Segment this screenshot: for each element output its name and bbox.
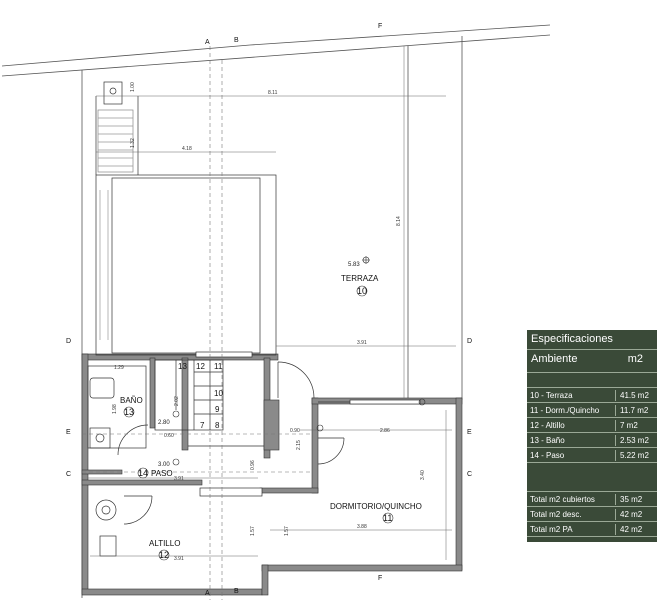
stair-step-11: 11 (214, 362, 223, 371)
room-name-paso: PASO (151, 469, 173, 478)
spec-header: Ambiente m2 (527, 350, 657, 373)
spec-row-ambiente: 13 - Baño (530, 436, 565, 445)
spec-col-m2: m2 (627, 353, 643, 365)
spec-row: 14 - Paso 5.22 m2 (527, 448, 657, 463)
section-mark-d-right: D (467, 338, 472, 345)
dim-202: 2.02 (174, 396, 180, 406)
spec-total-row: Total m2 cubiertos 35 m2 (527, 492, 657, 507)
dim-814: 8.14 (396, 216, 402, 226)
spec-row-ambiente: 11 - Dorm./Quincho (530, 406, 600, 415)
section-mark-a-bottom: A (205, 590, 210, 597)
dimension-labels: 8.11 4.18 8.14 3.91 1.00 1.32 1.29 1.98 … (112, 82, 426, 562)
stair-step-9: 9 (215, 405, 220, 414)
spec-total-row: Total m2 desc. 42 m2 (527, 507, 657, 522)
dim-391-top: 3.91 (357, 340, 367, 346)
stair-step-10: 10 (214, 389, 223, 398)
dim-391-bottom: 3.91 (174, 556, 184, 562)
spec-row: 12 - Altillo 7 m2 (527, 418, 657, 433)
spec-total-label: Total m2 desc. (530, 510, 582, 519)
spec-row: 11 - Dorm./Quincho 11.7 m2 (527, 403, 657, 418)
room-num-terraza: 10 (357, 286, 367, 296)
section-mark-f-bottom: F (378, 575, 382, 582)
spec-total-row: Total m2 PA 42 m2 (527, 522, 657, 537)
room-name-terraza: TERRAZA (341, 274, 379, 283)
stair-step-13: 13 (178, 362, 187, 371)
section-mark-f-top: F (378, 23, 382, 30)
level-markers (172, 256, 426, 466)
section-mark-d-left: D (66, 338, 71, 345)
terraza-level-mark: 5.83 (348, 262, 360, 268)
spec-spacer (527, 373, 657, 388)
dim-132: 1.32 (130, 138, 136, 148)
room-num-altillo: 12 (159, 550, 169, 560)
section-mark-a-top: A (205, 39, 210, 46)
stair-step-7: 7 (200, 421, 205, 430)
dim-198: 1.98 (112, 404, 118, 414)
stair-step-numbers: 13 12 11 10 9 8 7 (178, 362, 223, 430)
room-num-bano: 13 (124, 407, 134, 417)
dim-340: 3.40 (420, 470, 426, 480)
dim-096: 0.96 (250, 460, 256, 470)
spec-title: Especificaciones (527, 330, 657, 350)
spec-total-label: Total m2 PA (530, 525, 573, 534)
section-mark-c-left: C (66, 471, 71, 478)
stair-step-12: 12 (196, 362, 205, 371)
section-mark-e-right: E (467, 429, 472, 436)
spec-total-m2: 42 m2 (615, 509, 654, 520)
section-mark-b-bottom: B (234, 588, 239, 595)
dim-391-paso: 3.91 (174, 476, 184, 482)
room-name-bano: BAÑO (120, 396, 143, 405)
section-mark-e-left: E (66, 429, 71, 436)
spec-row-m2: 2.53 m2 (615, 435, 654, 446)
dimension-lines (88, 46, 456, 560)
doors (277, 361, 421, 465)
spec-row-m2: 11.7 m2 (615, 405, 654, 416)
dim-418: 4.18 (182, 146, 192, 152)
section-markers: A B F A B F D D E E C C (66, 23, 472, 597)
room-name-altillo: ALTILLO (149, 539, 180, 548)
dim-060: 0.60 (164, 433, 174, 439)
spec-row-m2: 5.22 m2 (615, 450, 654, 461)
spec-row-m2: 41.5 m2 (615, 390, 654, 401)
room-labels: TERRAZA 10 BAÑO 13 14 PASO DORMITORIO/QU… (120, 274, 422, 561)
dim-215: 2.15 (296, 440, 302, 450)
room-num-paso: 14 (138, 468, 148, 478)
stair (154, 351, 264, 447)
section-lines (82, 46, 312, 600)
bathroom-fixtures (87, 365, 149, 456)
spec-row-ambiente: 10 - Terraza (530, 391, 573, 400)
spec-gap (527, 463, 657, 492)
spec-total-label: Total m2 cubiertos (530, 495, 595, 504)
section-mark-c-right: C (467, 471, 472, 478)
spec-row-ambiente: 12 - Altillo (530, 421, 565, 430)
dim-811: 8.11 (268, 90, 278, 96)
spec-row-ambiente: 14 - Paso (530, 451, 565, 460)
dim-090: 0.90 (290, 428, 300, 434)
terrace-outlines (95, 81, 277, 356)
level-300: 3.00 (158, 462, 170, 468)
section-mark-b-top: B (234, 37, 239, 44)
spec-total-m2: 42 m2 (615, 524, 654, 535)
dim-286: 2.86 (380, 428, 390, 434)
room-num-dormitorio: 11 (383, 513, 392, 523)
dim-100: 1.00 (130, 82, 136, 92)
dim-388: 3.88 (357, 524, 367, 530)
spec-col-ambiente: Ambiente (531, 353, 578, 365)
room-name-dormitorio: DORMITORIO/QUINCHO (330, 502, 422, 511)
specifications-table: Especificaciones Ambiente m2 10 - Terraz… (527, 330, 657, 542)
spec-row-m2: 7 m2 (615, 420, 654, 431)
dim-157-a: 1.57 (250, 526, 256, 536)
spec-row: 10 - Terraza 41.5 m2 (527, 388, 657, 403)
level-280: 2.80 (158, 420, 170, 426)
dim-129: 1.29 (114, 365, 124, 371)
spec-total-m2: 35 m2 (615, 494, 654, 505)
dim-157-b: 1.57 (284, 526, 290, 536)
spec-row: 13 - Baño 2.53 m2 (527, 433, 657, 448)
stair-step-8: 8 (215, 421, 220, 430)
